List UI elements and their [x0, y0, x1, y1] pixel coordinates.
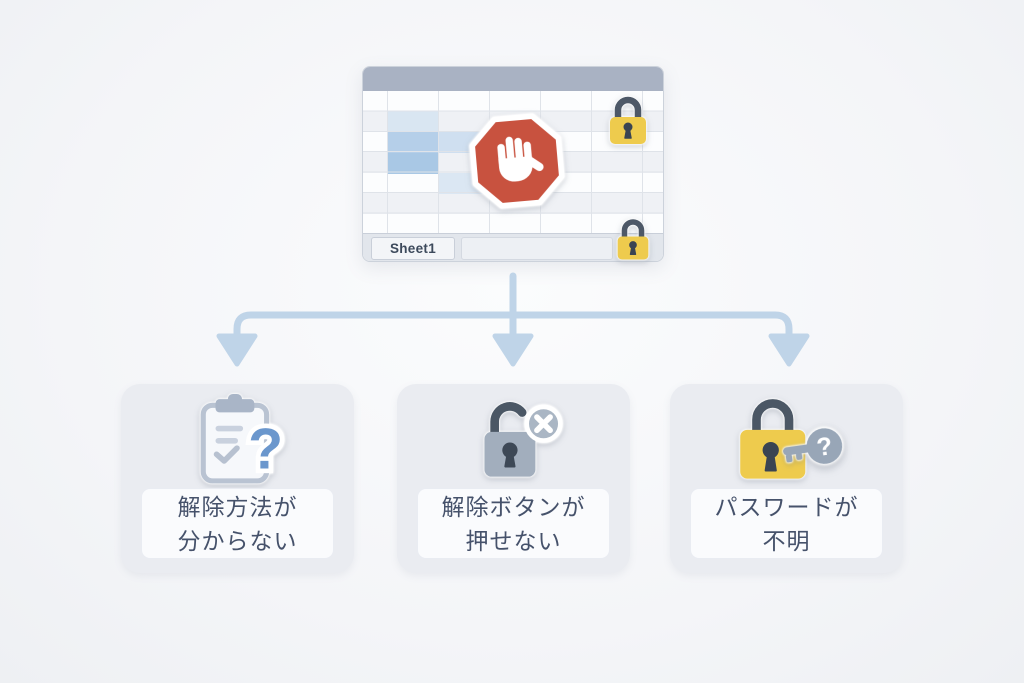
question-mark-glyph: ? — [248, 418, 283, 482]
key-icon: ? — [782, 428, 842, 464]
highlighted-cell — [388, 153, 438, 174]
stop-hand-icon — [469, 113, 565, 209]
sheet1-tab-label: Sheet1 — [389, 241, 437, 256]
empty-tab — [461, 237, 613, 260]
sheet1-tab: Sheet1 — [371, 237, 455, 260]
card-label-line1: 解除方法が — [177, 493, 298, 520]
branch-arrows — [216, 272, 810, 367]
card-label-line2: 不明 — [762, 527, 811, 554]
card-label-box: パスワードが 不明 — [690, 488, 883, 559]
x-badge — [533, 414, 553, 434]
card-password-unknown: ? パスワードが 不明 — [670, 384, 903, 573]
question-mark-glyph: ? — [814, 432, 833, 462]
sheet-tab-bar: Sheet1 — [363, 219, 663, 261]
card-label-line2: 押せない — [465, 527, 562, 554]
card-label-line1: 解除ボタンが — [441, 493, 586, 520]
card-button-disabled: 解除ボタンが 押せない — [397, 384, 630, 573]
highlighted-cell — [388, 132, 438, 153]
highlighted-cell — [388, 111, 438, 132]
card-label-line2: 分からない — [177, 527, 298, 554]
spreadsheet-window: Sheet1 — [362, 66, 664, 262]
clipboard-question-icon: ? — [121, 392, 354, 488]
lock-icon-bottom — [617, 219, 649, 260]
card-unknown-method: ? 解除方法が 分からない — [121, 384, 354, 573]
card-label-box: 解除ボタンが 押せない — [417, 488, 610, 559]
card-label-line1: パスワードが — [714, 493, 859, 520]
lock-icon-top — [610, 96, 646, 144]
spreadsheet-grid — [363, 91, 663, 233]
lock-x-icon — [397, 392, 630, 488]
spreadsheet-titlebar — [363, 67, 663, 91]
lock-key-question-icon: ? — [670, 392, 903, 488]
card-label-box: 解除方法が 分からない — [141, 488, 334, 559]
